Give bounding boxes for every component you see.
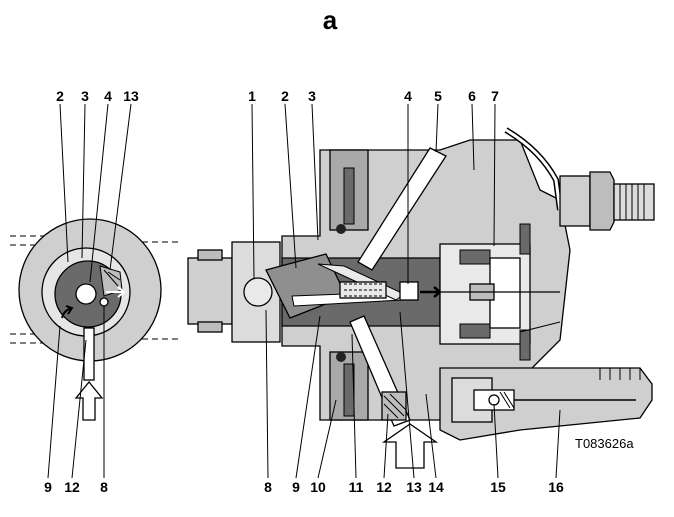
label-main-16: 16 [548,479,564,495]
outlet-channel [357,147,447,271]
left-inlet-channel [83,327,95,381]
left-piston [75,283,97,305]
left-cross-section: 2 3 4 13 9 12 8 [10,88,178,495]
label-main-13: 13 [406,479,422,495]
label-left-8: 8 [100,479,108,495]
label-main-8: 8 [264,479,272,495]
label-main-10: 10 [310,479,326,495]
outlet-valve [399,281,419,301]
label-main-14: 14 [428,479,444,495]
upper-o-ring [336,224,346,234]
label-left-3: 3 [81,88,89,104]
label-left-2: 2 [56,88,64,104]
left-valve [99,297,109,307]
label-main-4: 4 [404,88,412,104]
label-left-13: 13 [123,88,139,104]
label-main-15: 15 [490,479,506,495]
reference-code: T083626a [575,436,634,451]
label-main-12: 12 [376,479,392,495]
label-main-5: 5 [434,88,442,104]
connector-nut [559,175,591,227]
lower-o-ring [336,352,346,362]
label-left-4: 4 [104,88,112,104]
inlet-arrow-icon [74,380,104,421]
rotation-arrow-icon [61,305,74,319]
label-main-11: 11 [349,479,364,495]
label-main-7: 7 [491,88,499,104]
label-main-2: 2 [281,88,289,104]
label-left-9: 9 [44,479,52,495]
threaded-fitting [613,183,655,221]
label-main-3: 3 [308,88,316,104]
label-main-6: 6 [468,88,476,104]
drive-shaft-end [187,257,233,325]
label-main-1: 1 [248,88,256,104]
figure-title: a [323,5,338,35]
plunger-bore [339,281,387,299]
main-longitudinal-section: T083626a 1 2 3 4 5 6 7 8 9 10 11 12 13 1 [187,88,655,495]
label-main-9: 9 [292,479,300,495]
collar-ball [243,277,273,307]
pressure-outlet-body [439,367,653,441]
label-left-12: 12 [64,479,80,495]
